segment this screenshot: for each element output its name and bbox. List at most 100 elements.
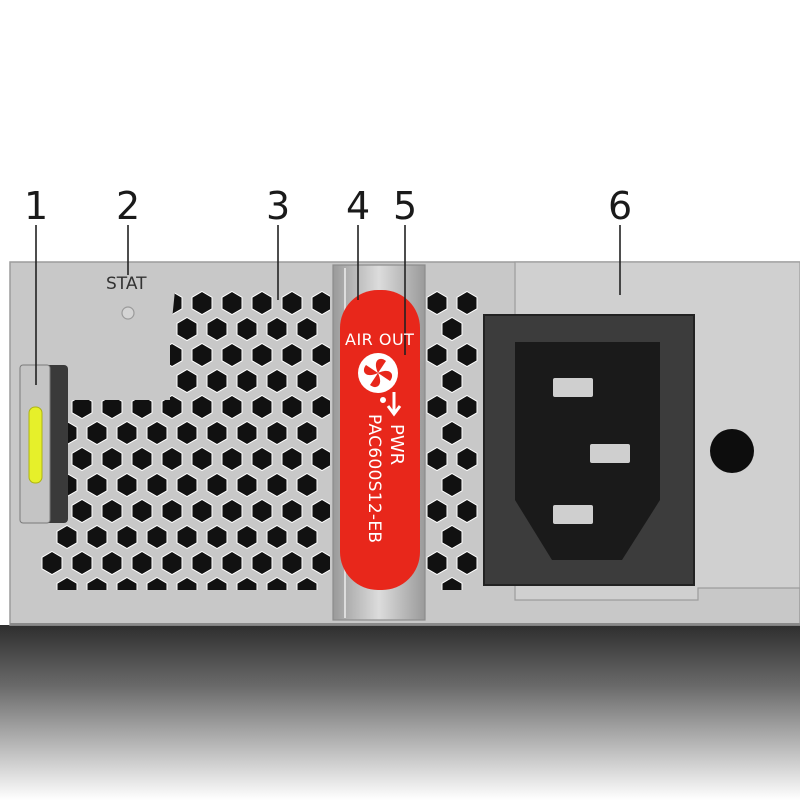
vent-hole bbox=[441, 576, 463, 590]
vent-hole bbox=[281, 446, 303, 472]
vent-hole bbox=[281, 290, 303, 316]
vent-hole bbox=[236, 368, 258, 394]
vent-hole bbox=[131, 550, 153, 576]
vent-hole bbox=[116, 420, 138, 446]
vent-hole bbox=[71, 446, 93, 472]
vent-hole bbox=[296, 316, 318, 342]
vent-hole bbox=[176, 316, 198, 342]
vent-hole bbox=[251, 342, 273, 368]
vent-hole bbox=[221, 290, 243, 316]
vent-hole bbox=[311, 550, 330, 576]
model-label: PAC600S12-EB bbox=[364, 414, 384, 544]
vent-hole bbox=[456, 290, 478, 316]
vent-hole bbox=[441, 420, 463, 446]
vent-hole bbox=[146, 576, 168, 590]
vent-hole bbox=[146, 420, 168, 446]
vent-hole bbox=[191, 550, 213, 576]
vent-hole bbox=[266, 524, 288, 550]
socket-pin bbox=[553, 378, 593, 397]
vent-hole bbox=[146, 472, 168, 498]
vent-hole bbox=[456, 394, 478, 420]
vent-hole bbox=[221, 342, 243, 368]
vent-hole bbox=[236, 316, 258, 342]
vent-hole bbox=[236, 524, 258, 550]
vent-hole bbox=[86, 472, 108, 498]
vent-hole bbox=[206, 524, 228, 550]
vent-hole bbox=[56, 576, 78, 590]
vent-hole bbox=[176, 576, 198, 590]
vent-hole bbox=[281, 394, 303, 420]
vent-hole bbox=[131, 498, 153, 524]
vent-hole bbox=[41, 550, 63, 576]
fan-icon bbox=[358, 353, 398, 393]
vent-hole bbox=[236, 472, 258, 498]
vent-hole bbox=[176, 420, 198, 446]
latch[interactable] bbox=[19, 364, 68, 524]
callout-4: 4 bbox=[346, 184, 371, 228]
vent-hole bbox=[456, 498, 478, 524]
vent-hole bbox=[191, 446, 213, 472]
vent-hole bbox=[236, 420, 258, 446]
vent-hole bbox=[296, 524, 318, 550]
air-flow-arrow-icon bbox=[380, 392, 402, 417]
vent-hole bbox=[131, 394, 153, 420]
vent-hole bbox=[146, 524, 168, 550]
vent-hole bbox=[221, 394, 243, 420]
vent-hole bbox=[116, 576, 138, 590]
vent-hole bbox=[206, 420, 228, 446]
vent-hole bbox=[191, 290, 213, 316]
vent-hole bbox=[101, 550, 123, 576]
vent-hole bbox=[236, 576, 258, 590]
vent-hole bbox=[266, 316, 288, 342]
vent-hole bbox=[191, 394, 213, 420]
vent-hole bbox=[251, 498, 273, 524]
handle[interactable] bbox=[332, 264, 426, 621]
vent-hole bbox=[161, 446, 183, 472]
vent-hole bbox=[456, 446, 478, 472]
vent-hole bbox=[221, 550, 243, 576]
led-indicator bbox=[28, 406, 43, 484]
socket-pin bbox=[553, 505, 593, 524]
screw-hole bbox=[710, 429, 754, 473]
vent-hole bbox=[266, 420, 288, 446]
vent-hole bbox=[426, 290, 448, 316]
vent-hole bbox=[426, 342, 448, 368]
vent-hole bbox=[116, 472, 138, 498]
vent-hole bbox=[56, 524, 78, 550]
callout-1: 1 bbox=[24, 184, 49, 228]
vent-hole bbox=[206, 576, 228, 590]
vent-hole bbox=[86, 524, 108, 550]
vent-hole bbox=[311, 290, 330, 316]
callout-2: 2 bbox=[116, 184, 141, 228]
vent-hole bbox=[71, 394, 93, 420]
stat-label: STAT bbox=[106, 274, 147, 294]
vent-hole bbox=[161, 498, 183, 524]
vent-hole bbox=[71, 550, 93, 576]
vent-hole bbox=[266, 368, 288, 394]
vent-hole bbox=[221, 498, 243, 524]
vent-hole bbox=[206, 368, 228, 394]
vent-hole bbox=[456, 342, 478, 368]
vent-hole bbox=[441, 472, 463, 498]
vent-hole bbox=[191, 342, 213, 368]
vent-hole bbox=[86, 576, 108, 590]
ac-power-socket[interactable] bbox=[483, 314, 695, 586]
vent-hole bbox=[441, 368, 463, 394]
vent-grille-right bbox=[426, 290, 478, 590]
vent-hole bbox=[206, 472, 228, 498]
vent-hole bbox=[426, 550, 448, 576]
vent-hole bbox=[161, 394, 183, 420]
vent-hole bbox=[266, 472, 288, 498]
vent-hole bbox=[251, 550, 273, 576]
vent-hole bbox=[71, 498, 93, 524]
vent-hole bbox=[296, 576, 318, 590]
vent-hole bbox=[206, 316, 228, 342]
vent-hole bbox=[441, 316, 463, 342]
vent-hole bbox=[266, 576, 288, 590]
vent-hole bbox=[426, 446, 448, 472]
vent-hole bbox=[221, 446, 243, 472]
callout-3: 3 bbox=[266, 184, 291, 228]
vent-grille bbox=[41, 290, 330, 590]
